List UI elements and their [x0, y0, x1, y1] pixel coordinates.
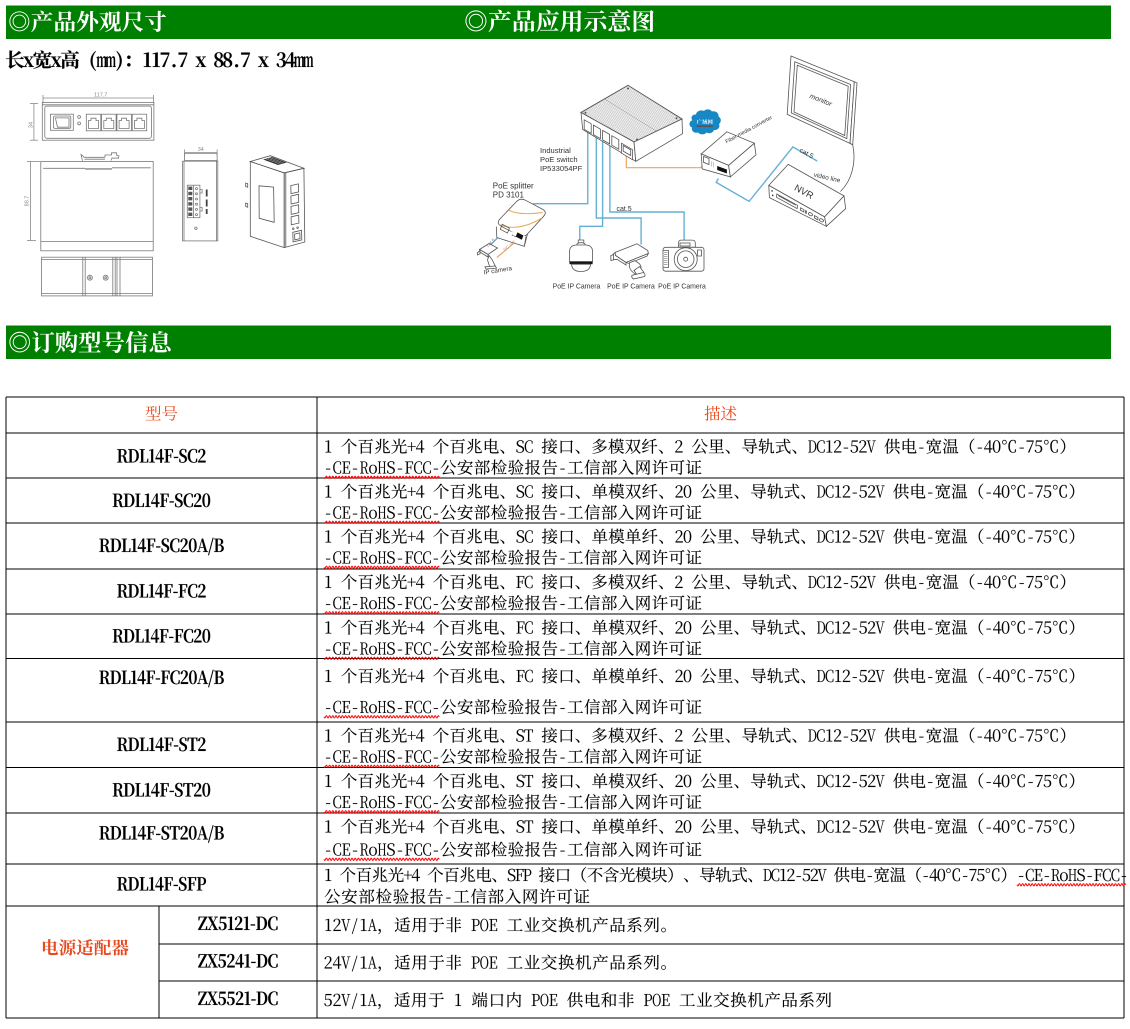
svg-text:88.7: 88.7	[25, 196, 31, 207]
svg-text:PoE splitter: PoE splitter	[493, 182, 534, 191]
svg-text:IP camera: IP camera	[483, 265, 513, 276]
svg-text:PoE IP Camera: PoE IP Camera	[607, 284, 655, 291]
svg-text:IP533054PF: IP533054PF	[540, 164, 583, 173]
svg-text:117.7: 117.7	[94, 93, 107, 99]
svg-text:PoE IP Camera: PoE IP Camera	[658, 284, 706, 291]
svg-text:PoE switch: PoE switch	[540, 155, 578, 164]
svg-text:cat.5: cat.5	[617, 206, 632, 213]
svg-text:34: 34	[29, 122, 35, 128]
svg-text:PD 3101: PD 3101	[493, 191, 525, 200]
svg-text:Fiber media converter: Fiber media converter	[725, 115, 774, 145]
svg-text:34: 34	[198, 147, 204, 153]
svg-text:Industrial: Industrial	[540, 146, 571, 155]
svg-text:cat.5: cat.5	[485, 237, 496, 248]
svg-text:PoE IP Camera: PoE IP Camera	[553, 284, 601, 291]
